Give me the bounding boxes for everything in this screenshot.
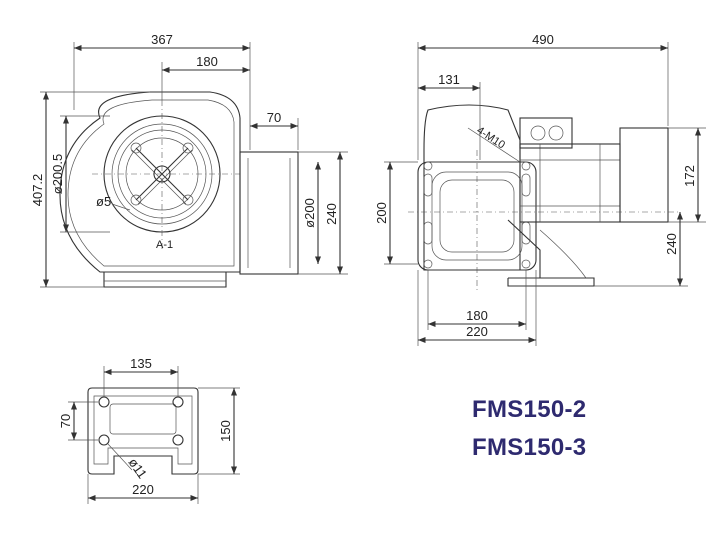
model-label-1: FMS150-2 xyxy=(472,396,587,423)
model-label-2: FMS150-3 xyxy=(472,434,587,461)
dim-135: 135 xyxy=(130,356,152,371)
dim-hole-11: ø11 xyxy=(126,455,151,481)
dim-367: 367 xyxy=(151,32,173,47)
dim-200-side: 200 xyxy=(374,202,389,224)
side-base xyxy=(507,219,595,287)
front-housing xyxy=(59,91,241,273)
dim-220-base: 220 xyxy=(132,482,154,497)
dim-407-2: 407.2 xyxy=(30,174,45,207)
side-view: 490 131 4-M10 172 240 200 180 220 xyxy=(374,32,706,346)
side-housing xyxy=(423,104,521,271)
motor-fan-cover xyxy=(619,127,669,223)
dim-490: 490 xyxy=(532,32,554,47)
dim-150: 150 xyxy=(218,420,233,442)
dim-131: 131 xyxy=(438,72,460,87)
inlet-label: A-1 xyxy=(156,239,173,251)
dim-240-front: 240 xyxy=(324,203,339,225)
dim-4-m10: 4-M10 xyxy=(474,124,507,151)
dim-70-front: 70 xyxy=(267,110,281,125)
dim-172: 172 xyxy=(682,165,697,187)
motor-body xyxy=(519,143,621,223)
dim-70-base: 70 xyxy=(58,414,73,428)
dim-180-front: 180 xyxy=(196,54,218,69)
dim-200-5: ø200.5 xyxy=(50,154,65,194)
dim-220-side: 220 xyxy=(466,324,488,339)
dim-200-front: ø200 xyxy=(302,198,317,228)
dim-hole-5: ø5 xyxy=(96,194,111,209)
front-base xyxy=(103,272,227,288)
outlet-flange xyxy=(239,151,299,275)
dim-240-side: 240 xyxy=(664,233,679,255)
dim-180-side: 180 xyxy=(466,308,488,323)
base-view: 135 70 150 220 ø11 xyxy=(58,356,240,504)
terminal-box xyxy=(519,117,573,149)
base-outline xyxy=(87,387,199,475)
front-view: 367 180 70 240 ø200 407.2 ø200.5 ø5 A-1 xyxy=(30,32,348,288)
